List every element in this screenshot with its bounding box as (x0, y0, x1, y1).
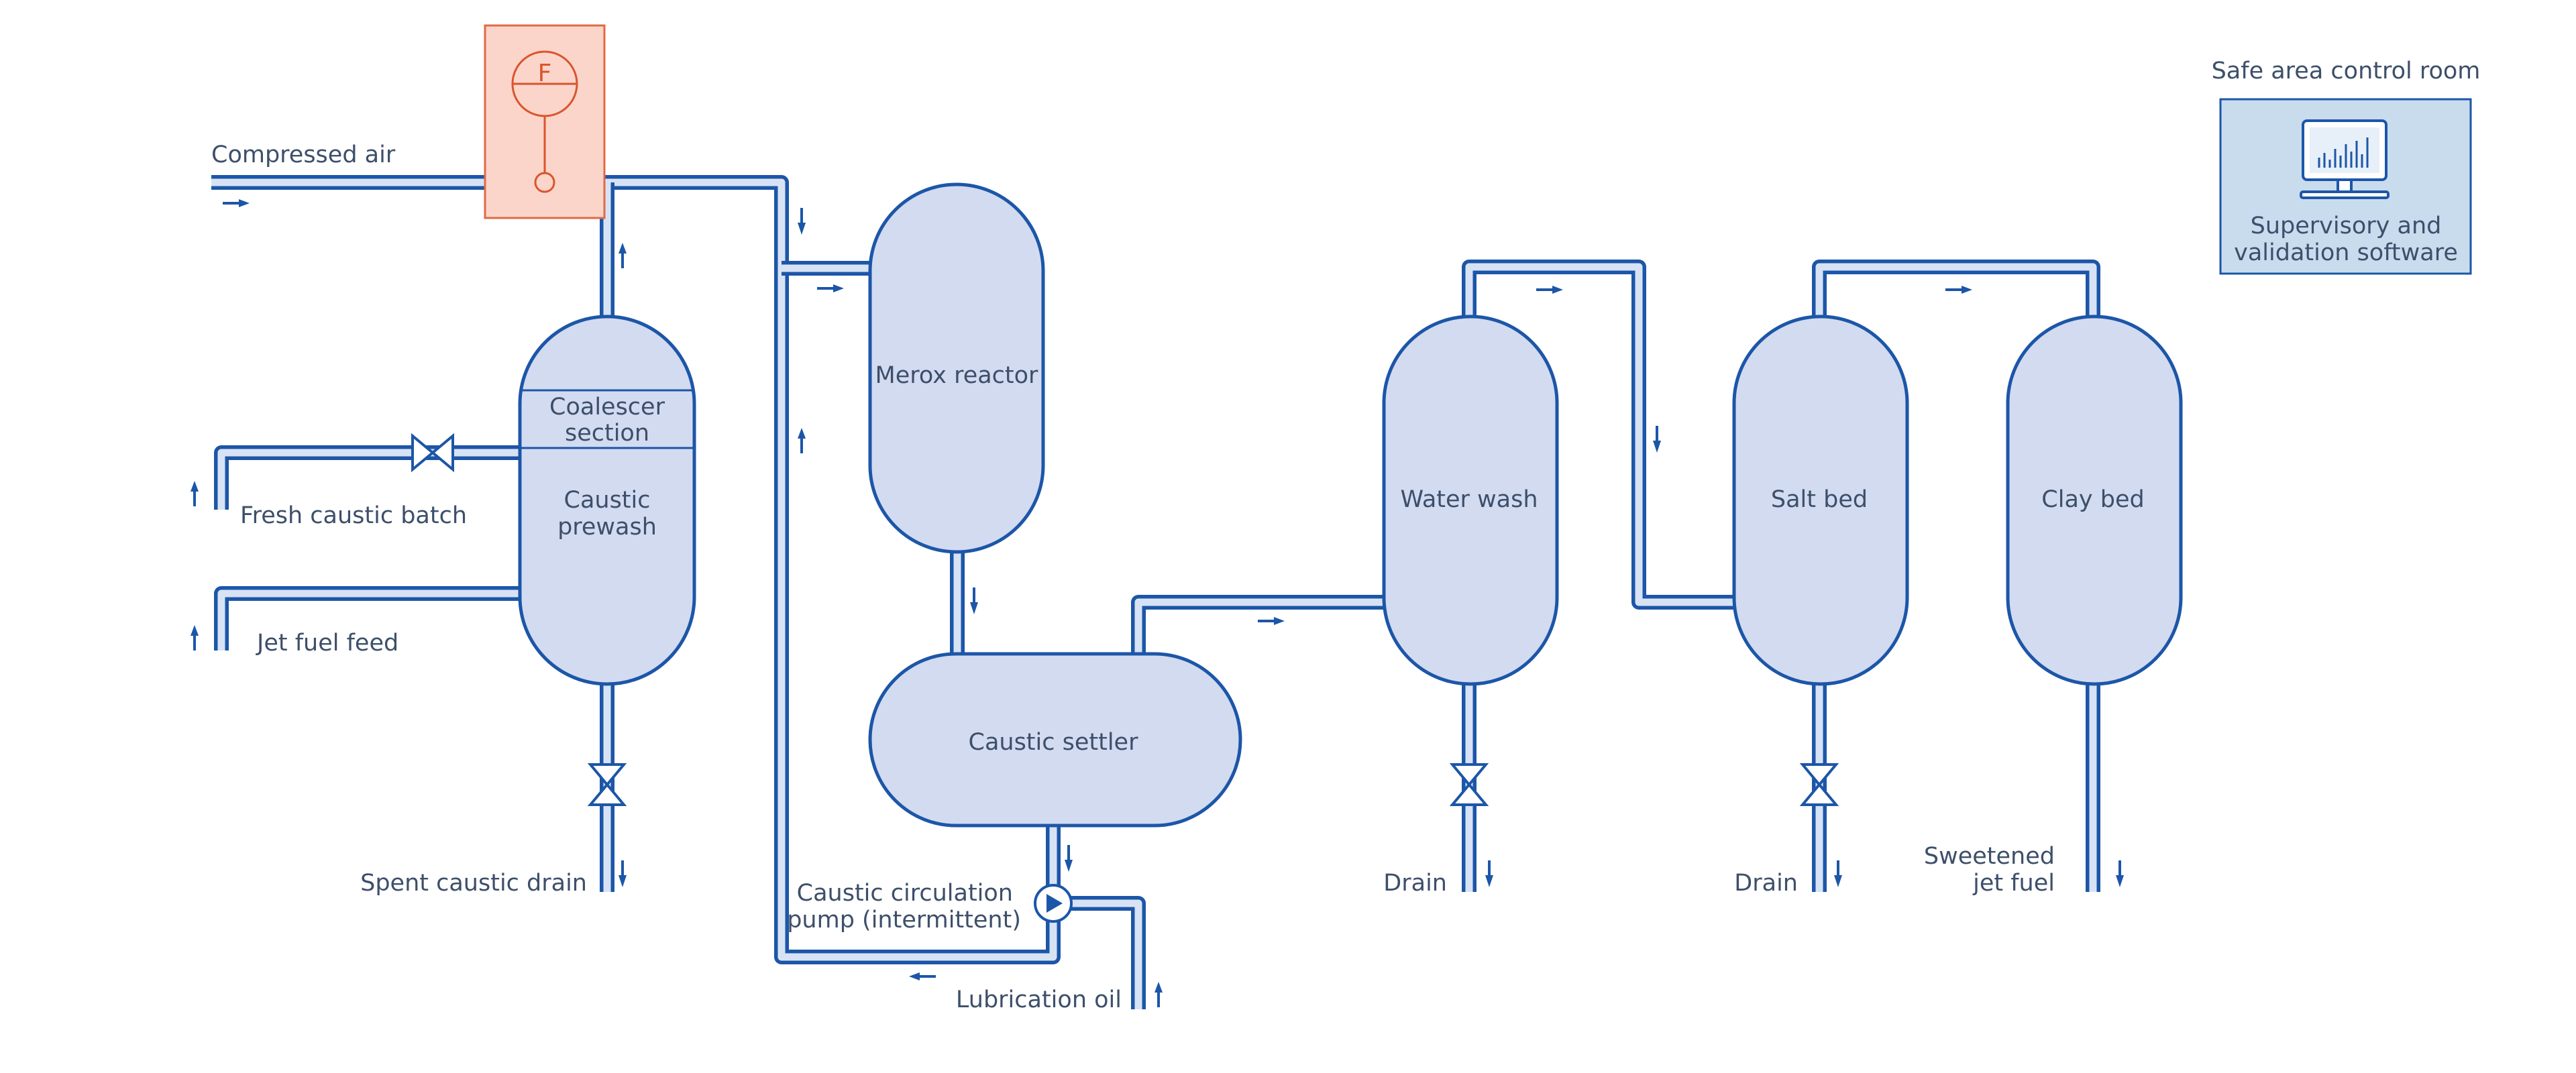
label-pump-line1: Caustic circulation (797, 880, 1013, 907)
label-caustic-prewash-line2: prewash (557, 514, 657, 541)
flow-arrow-icon (1065, 845, 1073, 872)
label-coalescer-section-line1: Coalescer (549, 394, 665, 420)
flow-arrow-icon (909, 972, 936, 980)
flow-arrow-icon (191, 481, 199, 506)
flow-arrow-icon (619, 243, 627, 268)
vessel-salt-bed[interactable] (1732, 315, 1909, 686)
label-sweetened-line2: jet fuel (1972, 870, 2055, 897)
label-caustic-prewash-line1: Caustic (564, 487, 651, 514)
label-drain-salt-bed: Drain (1734, 870, 1798, 897)
label-jet-fuel-feed: Jet fuel feed (256, 630, 398, 657)
label-caustic-settler: Caustic settler (969, 729, 1139, 756)
flow-arrow-icon (619, 860, 627, 887)
label-control-room-title: Safe area control room (2212, 58, 2481, 84)
label-sweetened-line1: Sweetened (1924, 843, 2055, 870)
label-pump-line2: pump (intermittent) (787, 907, 1021, 934)
gate-valve-icon[interactable] (411, 433, 454, 473)
gate-valve-icon[interactable] (1449, 763, 1489, 806)
pipe-water-wash-to-salt-bed (1462, 260, 1737, 610)
gate-valve-icon[interactable] (587, 763, 627, 806)
flow-arrow-icon (1485, 860, 1493, 887)
label-software-line1: Supervisory and (2251, 213, 2442, 239)
instrument-symbol: F (538, 60, 552, 87)
flow-arrow-icon (970, 587, 978, 614)
flow-arrow-icon (191, 625, 199, 651)
label-spent-caustic-drain: Spent caustic drain (360, 870, 587, 897)
pipe-jet-fuel-feed (214, 586, 523, 651)
label-drain-water-wash: Drain (1383, 870, 1447, 897)
flow-meter-icon[interactable]: F (484, 24, 606, 219)
monitor-chart-icon (2300, 119, 2390, 199)
flow-arrow-icon (1258, 617, 1285, 625)
label-fresh-caustic-batch: Fresh caustic batch (240, 502, 467, 529)
label-coalescer-section-line2: section (565, 420, 649, 447)
pipe-fresh-caustic (214, 445, 523, 510)
label-compressed-air: Compressed air (211, 142, 396, 168)
pipe-salt-bed-to-clay-bed (1812, 260, 2100, 317)
label-water-wash: Water wash (1400, 486, 1538, 513)
pump-icon[interactable] (1034, 884, 1073, 923)
label-lubrication-oil: Lubrication oil (956, 986, 1122, 1013)
vessel-clay-bed[interactable] (2006, 315, 2183, 686)
flow-arrow-icon (223, 199, 250, 207)
pipe-lubrication-oil (1067, 896, 1146, 1009)
flow-arrow-icon (798, 208, 806, 235)
flow-arrow-icon (817, 284, 844, 292)
flow-arrows (191, 199, 2124, 1007)
vessel-caustic-prewash[interactable] (518, 315, 696, 686)
flow-arrow-icon (1155, 982, 1163, 1007)
gate-valve-icon[interactable] (1799, 763, 1839, 806)
flow-arrow-icon (1945, 286, 1972, 294)
flow-arrow-icon (798, 428, 806, 453)
labels: Compressed air Fresh caustic batch Jet f… (211, 58, 2480, 1013)
label-clay-bed: Clay bed (2041, 486, 2144, 513)
vessel-merox-reactor[interactable] (868, 182, 1045, 554)
pipe-settler-to-water-wash (1131, 595, 1389, 657)
control-room-panel[interactable] (2219, 98, 2472, 275)
vessel-water-wash[interactable] (1382, 315, 1559, 686)
label-salt-bed: Salt bed (1771, 486, 1868, 513)
label-merox-reactor: Merox reactor (875, 362, 1039, 389)
vessel-caustic-settler[interactable] (868, 652, 1242, 828)
flow-arrow-icon (1653, 426, 1661, 453)
label-software-line2: validation software (2234, 239, 2458, 266)
flow-arrow-icon (2116, 860, 2124, 887)
flow-arrow-icon (1536, 286, 1563, 294)
flow-arrow-icon (1834, 860, 1842, 887)
